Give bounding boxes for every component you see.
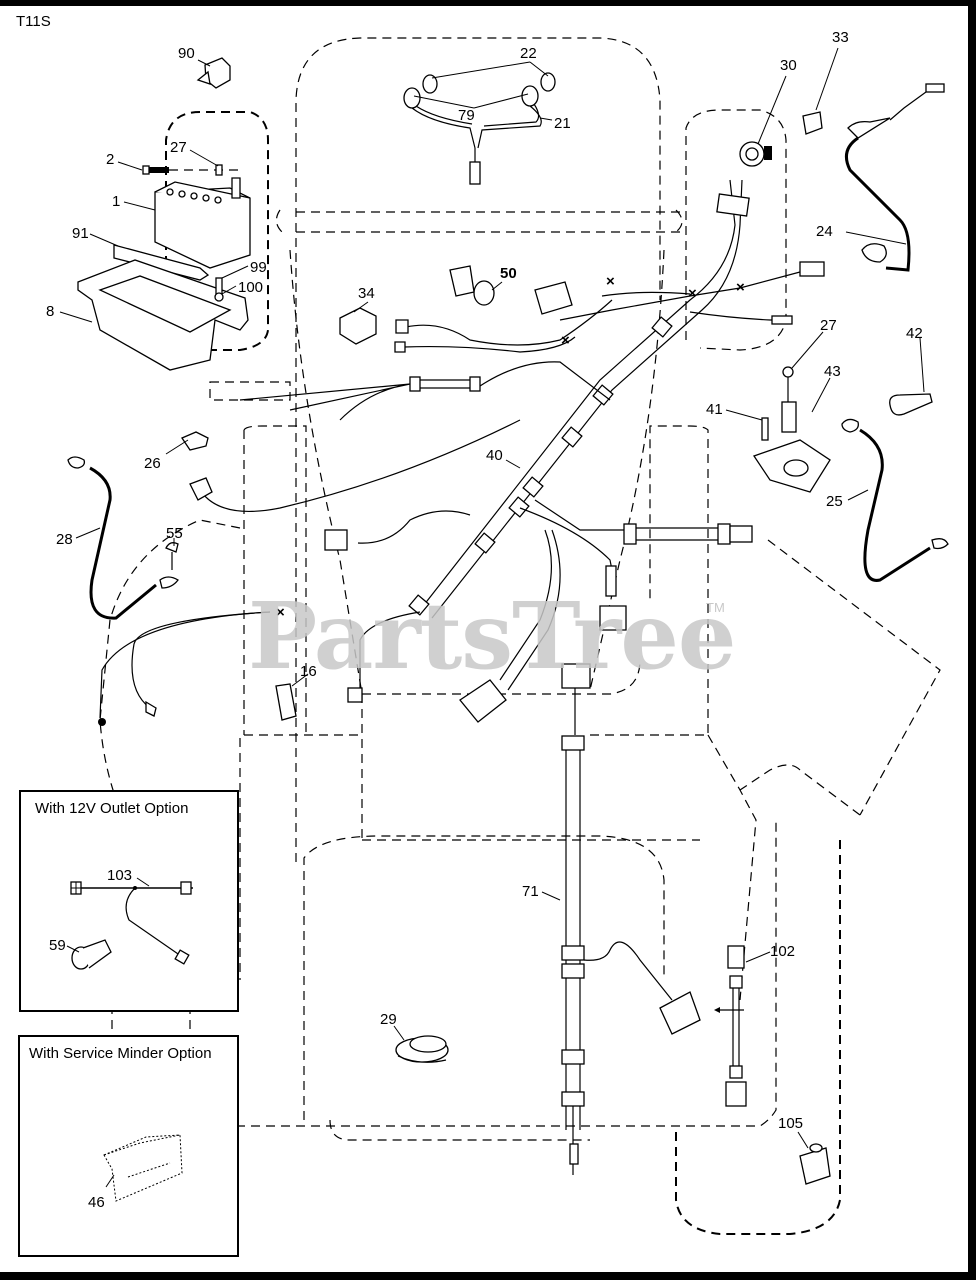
callout-29[interactable]: 29: [380, 1011, 397, 1028]
main-harness: × × × × ×: [189, 179, 825, 723]
leader-lines: [59, 47, 925, 1149]
callout-30[interactable]: 30: [780, 57, 797, 74]
inset-service-minder: With Service Minder Option 46: [18, 1035, 239, 1257]
callout-79[interactable]: 79: [458, 107, 475, 124]
callout-103[interactable]: 103: [107, 867, 132, 884]
battery-group: [77, 57, 251, 371]
callout-46[interactable]: 46: [88, 1194, 105, 1211]
callout-99[interactable]: 99: [250, 259, 267, 276]
callout-40[interactable]: 40: [486, 447, 503, 464]
callout-55[interactable]: 55: [166, 525, 183, 542]
callout-100[interactable]: 100: [238, 279, 263, 296]
callout-26[interactable]: 26: [144, 455, 161, 472]
callout-27[interactable]: 27: [170, 139, 187, 156]
callout-labels: 90 2 27 1 91 99 100 8 22 79 21 30 33 24 …: [46, 29, 923, 1132]
inset-title: With Service Minder Option: [29, 1045, 212, 1062]
watermark-trademark: TM: [706, 600, 725, 615]
ignition-group: [739, 83, 945, 272]
inset-12v-drawing: 103 59: [49, 867, 193, 970]
callout-41[interactable]: 41: [706, 401, 723, 418]
svg-text:×: ×: [561, 332, 570, 349]
frame-border-bottom: [0, 1272, 976, 1280]
callout-25[interactable]: 25: [826, 493, 843, 510]
callout-1[interactable]: 1: [112, 193, 120, 210]
callout-34[interactable]: 34: [358, 285, 375, 302]
callout-71[interactable]: 71: [522, 883, 539, 900]
callout-90[interactable]: 90: [178, 45, 195, 62]
svg-text:×: ×: [276, 604, 285, 621]
solenoid-group: [752, 366, 949, 582]
frame-border-right: [968, 0, 976, 1280]
callout-21[interactable]: 21: [554, 115, 571, 132]
callout-8[interactable]: 8: [46, 303, 54, 320]
callout-42[interactable]: 42: [906, 325, 923, 342]
svg-text:×: ×: [688, 285, 697, 302]
callout-59[interactable]: 59: [49, 937, 66, 954]
callout-33[interactable]: 33: [832, 29, 849, 46]
headlight-group: [403, 72, 556, 185]
frame-border-top: [0, 0, 976, 6]
svg-text:×: ×: [606, 273, 615, 290]
callout-28[interactable]: 28: [56, 531, 73, 548]
rear-harness: [395, 663, 831, 1185]
svg-text:×: ×: [736, 279, 745, 296]
callout-2[interactable]: 2: [106, 151, 114, 168]
callout-102[interactable]: 102: [770, 943, 795, 960]
callout-27b[interactable]: 27: [820, 317, 837, 334]
inset-title: With 12V Outlet Option: [35, 800, 189, 817]
callout-22[interactable]: 22: [520, 45, 537, 62]
callout-43[interactable]: 43: [824, 363, 841, 380]
callout-50[interactable]: 50: [500, 265, 517, 282]
chassis-outline: [99, 37, 941, 1235]
inset-12v-outlet: With 12V Outlet Option 103 59: [19, 790, 239, 1012]
left-group: [67, 431, 297, 726]
callout-105[interactable]: 105: [778, 1115, 803, 1132]
inset-service-minder-drawing: 46: [88, 1134, 183, 1211]
callout-24[interactable]: 24: [816, 223, 833, 240]
callout-91[interactable]: 91: [72, 225, 89, 242]
diagram-id-label: T11S: [16, 13, 51, 30]
callout-16[interactable]: 16: [300, 663, 317, 680]
